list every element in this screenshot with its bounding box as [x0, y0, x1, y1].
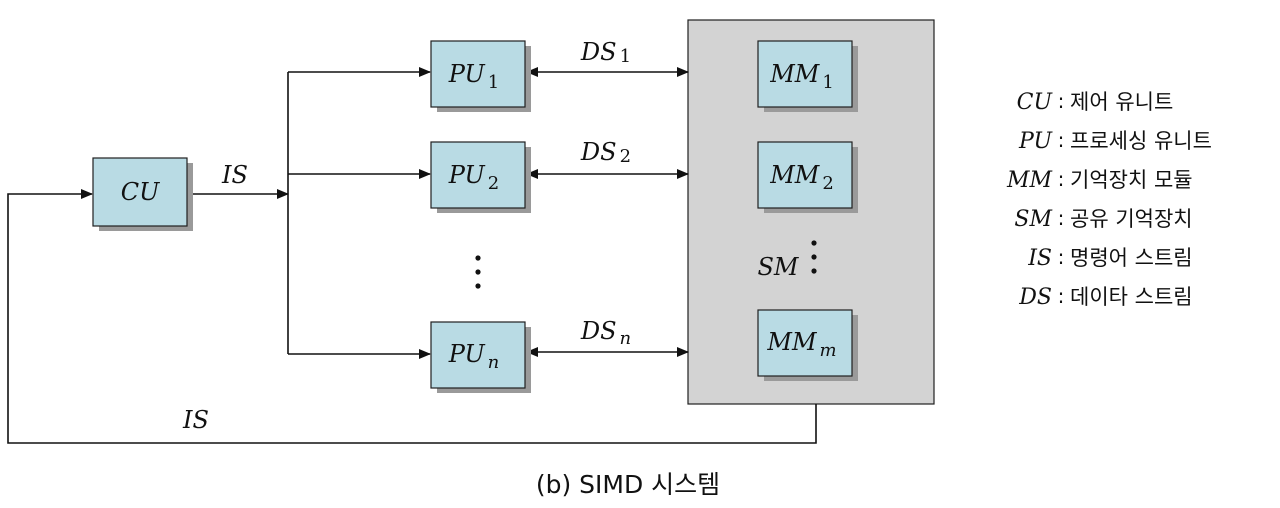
legend-key-is: IS: [1027, 246, 1052, 271]
legend-key-mm: MM: [1006, 168, 1053, 193]
legend-desc-sm: 공유 기억장치: [1070, 207, 1193, 231]
sm-label: SM: [757, 253, 799, 281]
legend-desc-mm: 기억장치 모듈: [1070, 168, 1193, 192]
cu-label: CU: [121, 178, 160, 206]
legend-key-ds: DS: [1018, 285, 1052, 310]
pu-ellipsis: [475, 255, 481, 289]
legend-sep-ds: :: [1058, 284, 1065, 308]
legend-sep-mm: :: [1058, 167, 1065, 191]
legend-key-pu: PU: [1018, 129, 1053, 154]
legend-key-sm: SM: [1014, 207, 1052, 232]
connections: [7, 67, 817, 444]
legend-desc-pu: 프로세싱 유니트: [1070, 129, 1212, 153]
legend-desc-ds: 데이타 스트림: [1070, 285, 1193, 309]
figure-caption: (b) SIMD 시스템: [536, 470, 720, 499]
is-main-label: IS: [221, 161, 248, 189]
legend-desc-is: 명령어 스트림: [1070, 246, 1193, 270]
is-feedback-line: [7, 189, 817, 444]
legend-desc-cu: 제어 유니트: [1070, 90, 1173, 114]
is-feedback-label: IS: [182, 406, 209, 434]
legend-sep-sm: :: [1058, 206, 1065, 230]
legend-sep-is: :: [1058, 245, 1065, 269]
mm-ellipsis: [811, 240, 817, 274]
legend: CU : 제어 유니트 PU : 프로세싱 유니트 MM : 기억장치 모듈 S…: [1006, 89, 1212, 310]
legend-key-cu: CU: [1017, 90, 1054, 115]
cu-block: CU: [92, 157, 193, 231]
legend-sep-cu: :: [1058, 89, 1065, 113]
legend-sep-pu: :: [1058, 128, 1065, 152]
